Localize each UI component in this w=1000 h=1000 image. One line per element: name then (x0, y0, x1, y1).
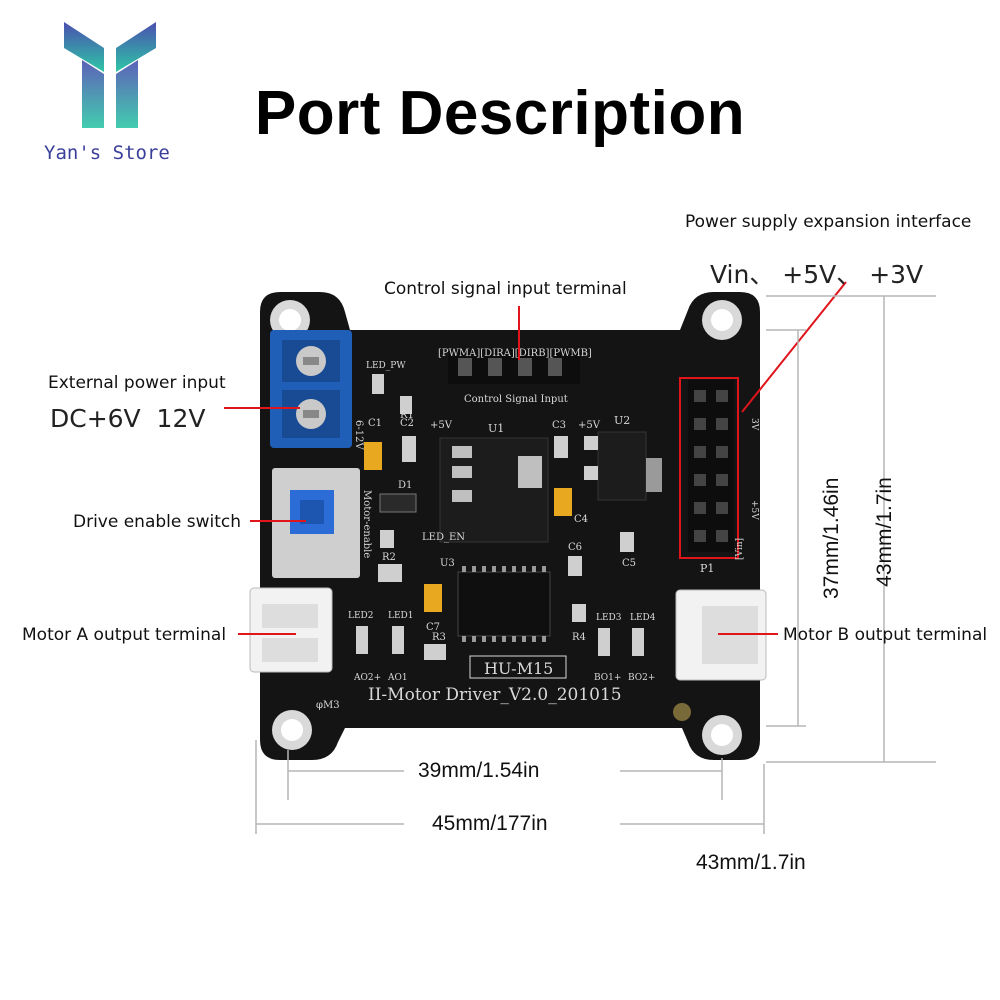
silk-led2: LED2 (348, 611, 374, 621)
silk-c4: C4 (574, 514, 588, 525)
silk-hole-label: φM3 (316, 700, 340, 711)
chip-u1-pads (452, 446, 542, 502)
dim-width-bottom: 43mm/1.7in (696, 851, 806, 874)
dimension-lines (255, 295, 936, 834)
control-header (448, 350, 580, 384)
callout-lines (224, 281, 847, 635)
silk-d1: D1 (398, 480, 412, 491)
silk-led1: LED1 (388, 611, 414, 621)
label-control-signal: Control signal input terminal (384, 279, 627, 299)
silk-model: HU-M15 (484, 659, 553, 678)
dim-height-outer: 43mm/1.7in (873, 477, 896, 587)
silk-u3: U3 (440, 558, 455, 569)
cap-c7 (424, 584, 442, 612)
silk-u1: U1 (488, 422, 504, 435)
silk-led-pw: LED_PW (366, 361, 406, 371)
callout-power-expansion (741, 281, 847, 413)
label-drive-enable: Drive enable switch (73, 512, 242, 532)
label-power-expansion-pins: Vin、 +5V、 +3V (710, 260, 924, 289)
dim-width-outer: 45mm/177in (432, 812, 548, 835)
mount-hole-tr (702, 300, 742, 340)
silk-c6: C6 (568, 542, 582, 553)
silk-r3: R3 (432, 632, 446, 643)
silk-led4: LED4 (630, 613, 656, 623)
silk-ao2: AO2+ (353, 673, 381, 683)
silk-led-en: LED_EN (422, 532, 465, 543)
silk-bo2: BO2+ (628, 673, 655, 683)
silk-led3: LED3 (596, 613, 622, 623)
mount-hole-bl (272, 710, 312, 750)
silk-c3: C3 (552, 420, 566, 431)
cap-c4 (554, 488, 572, 516)
silk-u2: U2 (614, 414, 630, 427)
silk-ao1: AO1 (387, 673, 408, 683)
silk-bo1: BO1+ (594, 673, 621, 683)
brand-name: Yan's Store (44, 142, 170, 164)
silk-c7: C7 (426, 622, 440, 633)
silk-board-name: II-Motor Driver_V2.0_201015 (368, 685, 622, 705)
silk-side-power: 6-12V (353, 420, 364, 450)
label-motor-a: Motor A output terminal (22, 625, 227, 645)
label-motor-b: Motor B output terminal (783, 625, 988, 645)
label-power-expansion: Power supply expansion interface (685, 212, 972, 232)
enable-switch (272, 468, 360, 578)
silk-c1: C1 (368, 418, 382, 429)
page-title: Port Description (254, 79, 746, 148)
silk-p1: P1 (700, 562, 714, 575)
label-external-power-voltage: DC+6V 12V (50, 404, 206, 433)
power-terminal-block (270, 330, 352, 448)
dim-width-inner: 39mm/1.54in (418, 759, 540, 782)
silk-r4: R4 (572, 632, 586, 643)
chip-u2 (597, 431, 647, 501)
silk-r1: R1 (400, 410, 414, 421)
silk-plus5v-p1: +5V (749, 500, 759, 520)
silk-side-enable: Motor-enable (361, 490, 372, 558)
chip-u3 (457, 571, 551, 637)
diode-d1 (379, 493, 417, 513)
silk-c5: C5 (622, 558, 636, 569)
cap-c1 (364, 442, 382, 470)
dim-height-inner: 37mm/1.46in (820, 477, 843, 599)
silk-control-header: Control Signal Input (464, 394, 568, 405)
silk-plus3v-p1: 3V (749, 418, 759, 431)
silk-plus5v-right: +5V (578, 420, 601, 431)
label-external-power: External power input (48, 373, 226, 393)
silk-plus5v-left: +5V (430, 420, 453, 431)
motor-a-connector (249, 587, 333, 673)
silk-r2: R2 (382, 552, 396, 563)
expansion-header (679, 377, 739, 559)
silk-vin: [Vin] (735, 538, 745, 560)
model-box (469, 655, 567, 679)
silk-c2: C2 (400, 418, 414, 429)
mount-hole-br (702, 715, 742, 755)
silk-pwm-label: [PWMA][DIRA][DIRB][PWMB] (438, 348, 592, 359)
